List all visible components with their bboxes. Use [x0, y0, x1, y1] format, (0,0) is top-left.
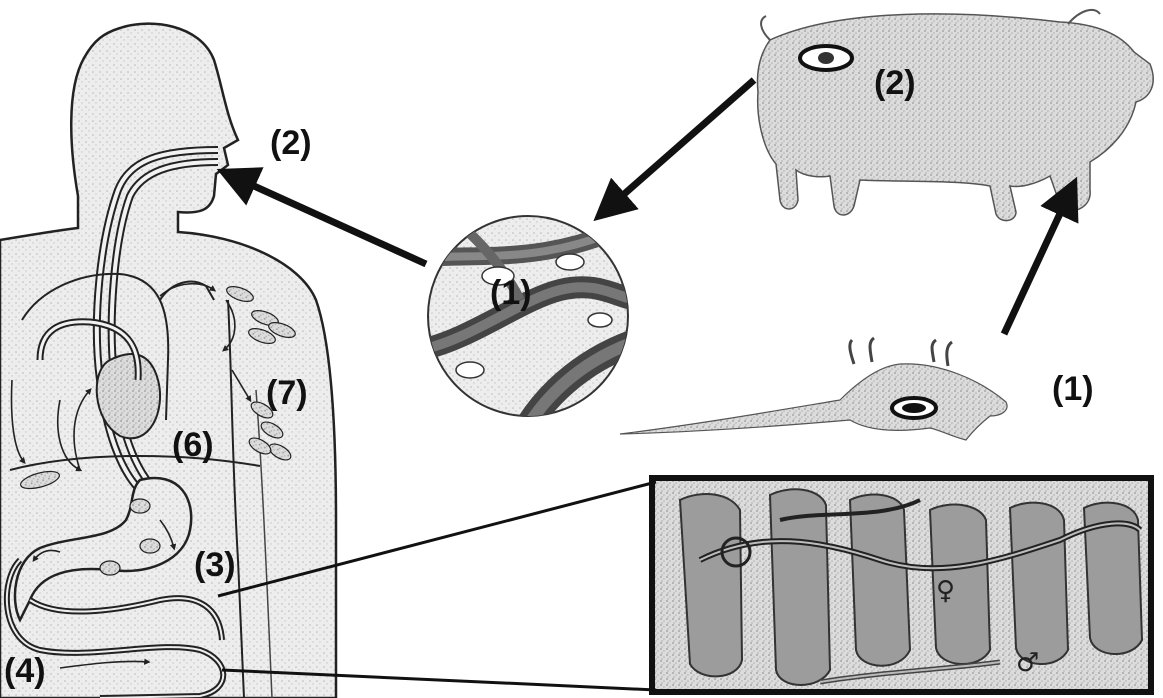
pig-icon	[758, 10, 1154, 221]
small-intestine-label: (3)	[194, 548, 236, 582]
muscle-tissue-label: (7)	[266, 376, 308, 410]
male-symbol: ♂	[1016, 650, 1039, 676]
female-symbol: ♀	[936, 578, 955, 604]
intestinal-villi-icon	[652, 478, 1151, 692]
heart-circulation-label: (6)	[172, 428, 214, 462]
muscle-cyst-icon	[410, 200, 640, 440]
pig-label: (2)	[874, 66, 916, 100]
human-mouth-label: (2)	[270, 126, 312, 160]
cyst-label: (1)	[490, 276, 532, 310]
rat-label: (1)	[1052, 372, 1094, 406]
lower-intestine-label: (4)	[4, 654, 46, 688]
rat-icon	[620, 338, 1007, 440]
